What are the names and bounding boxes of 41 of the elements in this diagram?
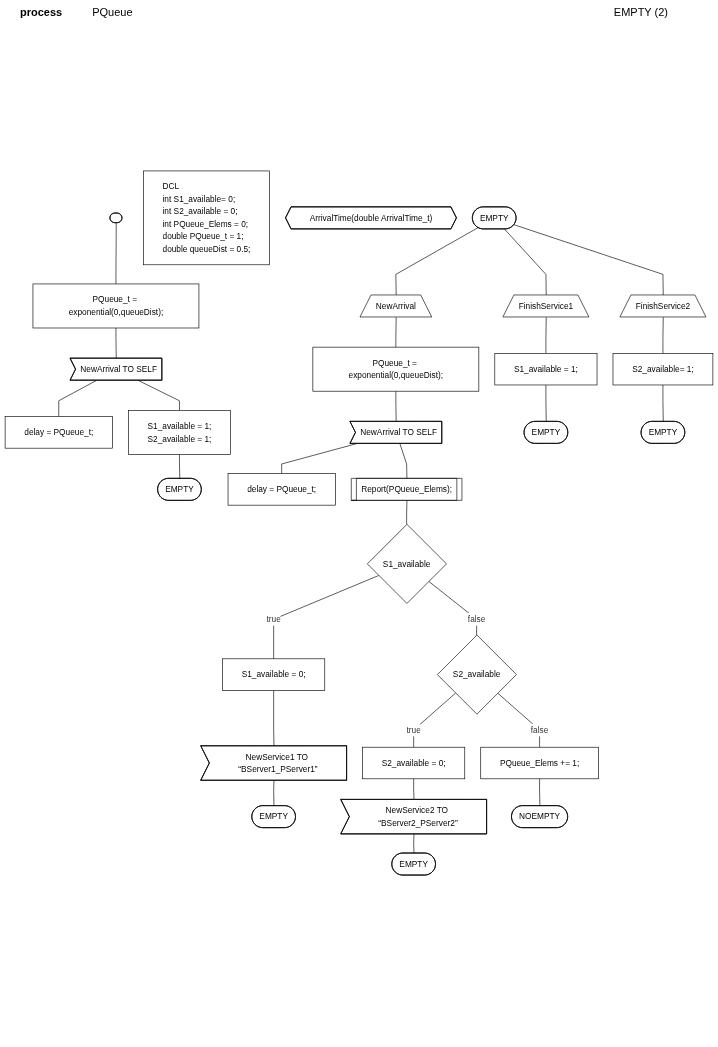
node-box: S1_available = 1; <box>494 353 598 386</box>
edge-label: true <box>406 725 421 735</box>
connector <box>273 575 379 660</box>
node-box: S2_available = 0; <box>362 746 466 780</box>
node-box: S1_available = 0; <box>222 658 326 691</box>
connector <box>273 690 275 747</box>
connector <box>399 443 408 479</box>
connector <box>115 327 117 359</box>
connector <box>406 500 408 525</box>
connector <box>504 228 547 296</box>
connector <box>115 222 117 285</box>
node-box: PQueue_Elems += 1; <box>480 746 599 780</box>
process-name: PQueue <box>92 6 133 18</box>
connector <box>58 380 97 417</box>
connector <box>539 778 541 807</box>
connector <box>395 227 479 296</box>
keyword-label: process <box>20 6 63 18</box>
connector <box>179 454 181 479</box>
node-box: PQueue_t = exponential(0,queueDist); <box>312 346 480 392</box>
node-box: DCL int S1_available= 0; int S2_available = 0; int PQueue_Elems = 0; double PQueue_t = 1; double queueDist = 0.5; <box>143 170 270 266</box>
edge-label: false <box>467 614 486 624</box>
connector <box>513 224 664 296</box>
node-box: S2_available= 1; <box>612 353 714 386</box>
node-diamond: S1_available <box>367 524 447 604</box>
connector <box>662 317 664 354</box>
connector <box>662 384 664 422</box>
node-box: PQueue_t = exponential(0,queueDist); <box>32 283 200 329</box>
connector <box>273 780 275 807</box>
node-box: delay = PQueue_t; <box>4 416 113 449</box>
node-box: S1_available = 1; S2_available = 1; <box>128 410 231 455</box>
page-label: EMPTY (2) <box>613 6 668 18</box>
connector <box>395 390 397 422</box>
connector <box>545 317 547 354</box>
node-box: delay = PQueue_t; <box>227 473 336 506</box>
edge-label: false <box>530 725 549 735</box>
connector <box>413 778 415 801</box>
edge-label: true <box>266 614 281 624</box>
connector <box>413 833 415 854</box>
node-diamond: S2_available <box>437 634 517 715</box>
connector <box>138 380 180 411</box>
connector <box>545 384 547 422</box>
